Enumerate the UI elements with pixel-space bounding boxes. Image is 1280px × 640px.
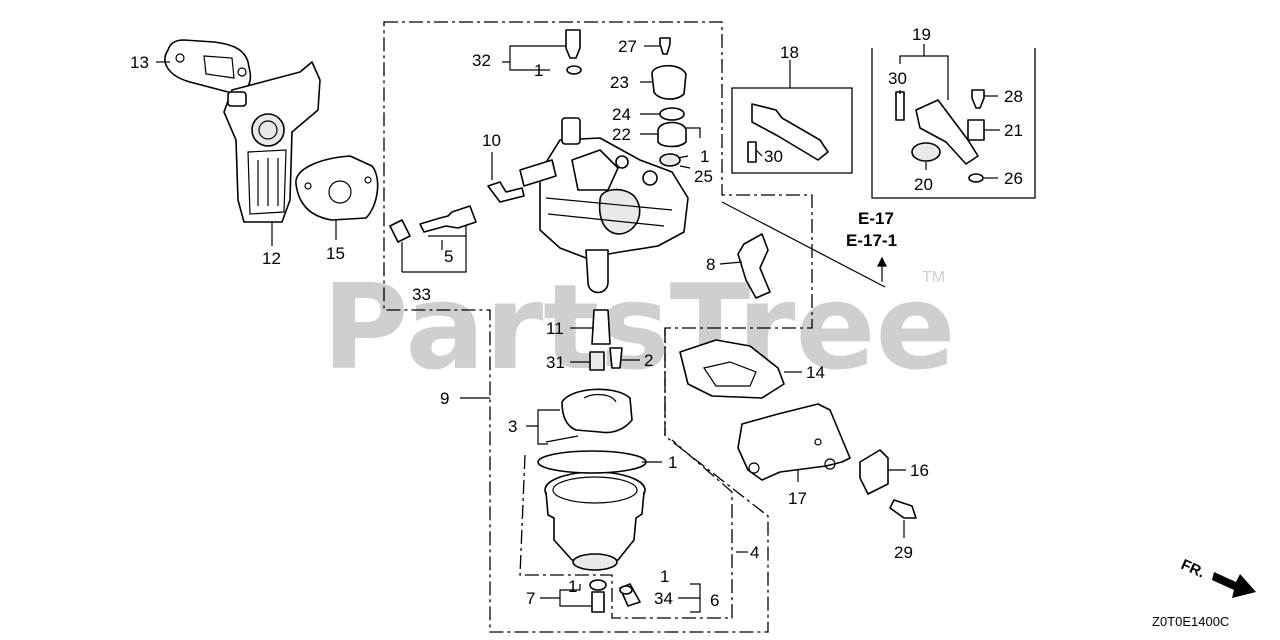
part-2-needle (609, 347, 623, 369)
part-13-gasket (164, 39, 252, 94)
part-32-bolt (565, 29, 581, 59)
bottom-bolts (589, 579, 641, 613)
callout-10: 10 (482, 131, 501, 150)
callout-1-upper: 1 (534, 61, 543, 80)
part-22-holder (657, 121, 687, 148)
callout-29: 29 (894, 543, 913, 562)
part-14-gasket (679, 339, 785, 399)
float-chamber-outline (519, 439, 733, 619)
front-arrow-icon (1212, 572, 1256, 598)
callout-7: 7 (526, 589, 535, 608)
callout-4: 4 (750, 543, 759, 562)
part-33-cap (389, 219, 411, 243)
callout-1-chamber: 1 (668, 453, 677, 472)
watermark-text: PartsTree (322, 258, 956, 396)
callout-22: 22 (612, 125, 631, 144)
callout-25: 25 (694, 167, 713, 186)
part-25-spring (659, 153, 681, 167)
box-19 (871, 48, 1036, 199)
callout-18: 18 (780, 43, 799, 62)
reference-link[interactable]: E-17 E-17-1 (846, 209, 897, 250)
float-chamber (537, 450, 647, 571)
callout-3: 3 (508, 417, 517, 436)
callout-12: 12 (262, 249, 281, 268)
callout-9: 9 (440, 389, 449, 408)
callout-23: 23 (610, 73, 629, 92)
callout-16: 16 (910, 461, 929, 480)
callout-13: 13 (130, 53, 149, 72)
carburetor-body (519, 117, 689, 294)
part-31-jet (589, 351, 605, 371)
callout-1-lower: 1 (660, 567, 669, 586)
box-18 (731, 87, 853, 174)
kit-boxes (721, 48, 1036, 288)
callout-6: 6 (710, 591, 719, 610)
callout-24: 24 (612, 105, 631, 124)
part-17-shield (737, 403, 851, 481)
small-parts (389, 29, 687, 371)
callout-27: 27 (618, 37, 637, 56)
callout-2: 2 (644, 351, 653, 370)
callout-11: 11 (546, 319, 564, 338)
callout-1-right: 1 (700, 147, 709, 166)
callout-5: 5 (444, 247, 453, 266)
reference-e17[interactable]: E-17 (858, 209, 894, 228)
callout-30-right: 30 (888, 69, 907, 88)
part-5-screw (419, 205, 477, 233)
front-direction-indicator: FR. (1178, 556, 1256, 598)
leader-lines (156, 44, 1000, 613)
part-1-gasket-ring (537, 450, 647, 474)
part-19-set (895, 89, 985, 183)
callout-28: 28 (1004, 87, 1023, 106)
direction-label: FR. (1178, 556, 1207, 581)
callout-19: 19 (912, 25, 931, 44)
callout-17: 17 (788, 489, 807, 508)
part-27-screw (659, 37, 671, 55)
callout-31: 31 (546, 353, 565, 372)
part-10-screw (487, 181, 525, 203)
part-29-bolt (889, 499, 917, 519)
callout-33: 33 (412, 285, 431, 304)
watermark: PartsTree TM (322, 258, 956, 396)
part-12-insulator (223, 61, 321, 223)
callout-30-left: 30 (764, 147, 783, 166)
watermark-trademark: TM (922, 269, 945, 286)
callout-21: 21 (1004, 121, 1023, 140)
part-24-washer (659, 107, 685, 121)
part-18-lever (747, 103, 829, 163)
callout-32: 32 (472, 51, 491, 70)
part-23-cover (651, 64, 687, 100)
reference-e17-1[interactable]: E-17-1 (846, 231, 897, 250)
callout-14: 14 (806, 363, 825, 382)
callout-34: 34 (654, 589, 673, 608)
callouts: 13 12 15 32 1 27 23 24 22 1 25 10 5 33 8… (130, 25, 1023, 610)
callout-1-bolt: 1 (568, 577, 577, 596)
callout-15: 15 (326, 244, 345, 263)
part-15-gasket (295, 155, 379, 221)
callout-8: 8 (706, 255, 715, 274)
part-1-washer-a (566, 65, 582, 75)
diagram-code: Z0T0E1400C (1152, 614, 1229, 629)
part-16-clamp (859, 449, 889, 495)
assembly-outlines (383, 21, 813, 633)
callout-26: 26 (1004, 169, 1023, 188)
callout-20: 20 (914, 175, 933, 194)
part-3-float (545, 388, 633, 443)
part-11-nozzle (591, 309, 611, 345)
